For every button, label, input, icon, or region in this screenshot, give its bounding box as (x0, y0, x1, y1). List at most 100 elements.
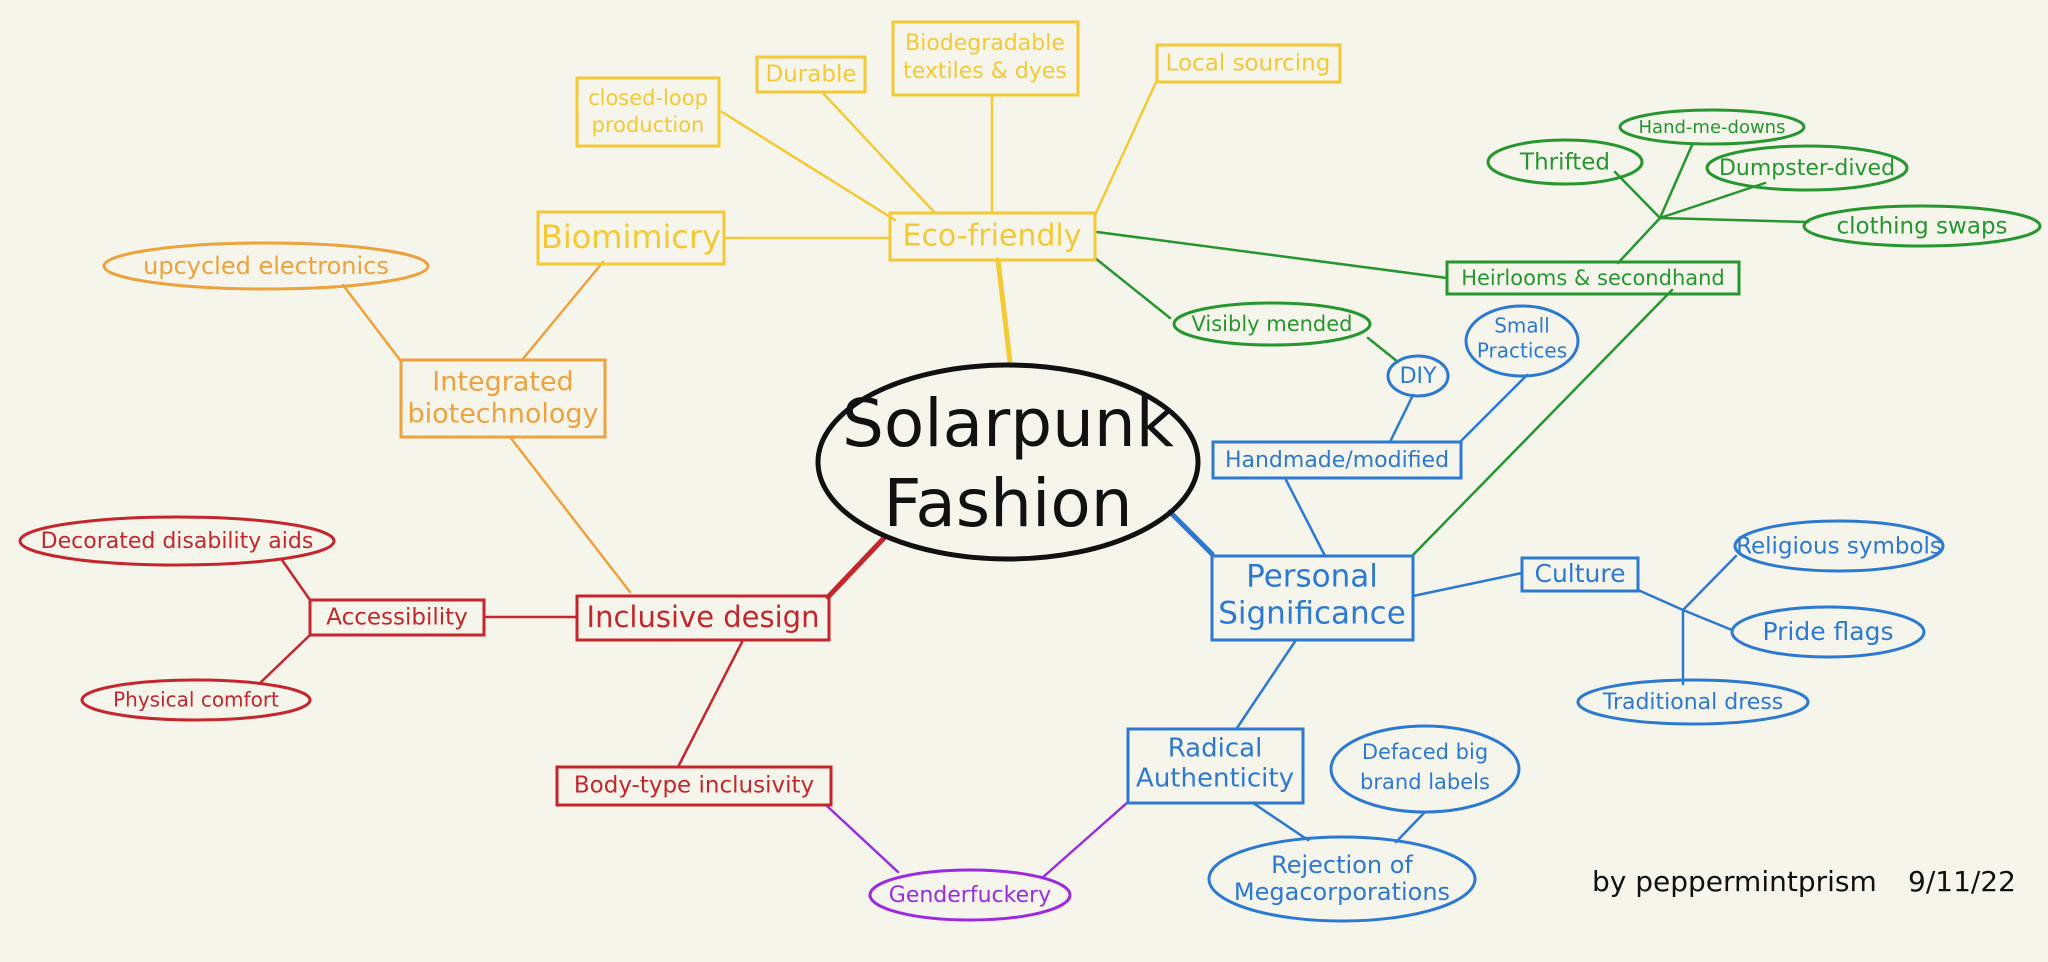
personal-label-2: Significance (1218, 596, 1406, 632)
edge-biomimicry-integrated (520, 260, 605, 362)
edge-center-eco (995, 257, 1013, 365)
religious-node: Religious symbols (1733, 519, 1945, 573)
edge-hub-pride (1681, 608, 1734, 632)
comfort-node: Physical comfort (80, 678, 312, 722)
diy-node: DIY (1386, 354, 1450, 398)
eco-edges (720, 78, 1159, 365)
biodegradable-label-2: textiles & dyes (903, 59, 1067, 84)
biomimicry-label: Biomimicry (541, 218, 721, 256)
edge-hub-swaps (1658, 216, 1810, 224)
upcycled-ellipse (102, 241, 430, 291)
clothing-swaps-node: clothing swaps (1802, 204, 2042, 248)
edge-eco-closedloop (720, 110, 897, 222)
integrated-box (399, 358, 607, 439)
biodegradable-node: Biodegradable textiles & dyes (891, 20, 1080, 97)
edge-handmade-personal (1283, 476, 1327, 558)
visibly-mended-label: Visibly mended (1191, 312, 1352, 336)
dumpster-ellipse (1705, 144, 1909, 192)
dumpster-label: Dumpster-dived (1719, 156, 1895, 181)
edge-accessibility-disability (280, 558, 312, 602)
culture-label: Culture (1534, 559, 1625, 588)
genderfuckery-ellipse (868, 868, 1072, 922)
comfort-label: Physical comfort (113, 688, 279, 712)
closed-loop-label-1: closed-loop (588, 86, 708, 110)
edge-body-gender (825, 804, 900, 874)
visibly-mended-ellipse (1172, 301, 1372, 347)
defaced-label-2: brand labels (1360, 770, 1490, 794)
edge-eco-durable (820, 90, 937, 215)
edge-eco-heirlooms (1095, 230, 1449, 280)
dumpster-node: Dumpster-dived (1705, 144, 1909, 192)
edge-accessibility-comfort (258, 633, 312, 685)
biomimicry-box (536, 210, 726, 266)
genderfuckery-label: Genderfuckery (889, 883, 1051, 908)
rejection-ellipse (1207, 835, 1477, 923)
personal-box (1210, 554, 1415, 642)
culture-box (1520, 556, 1640, 593)
inclusive-node: Inclusive design (575, 594, 831, 642)
genderfuckery-node: Genderfuckery (868, 868, 1072, 922)
center-title-line2: Fashion (883, 465, 1132, 542)
handmade-box (1211, 440, 1463, 480)
edge-inclusive-body (676, 638, 745, 769)
secondhand-edges (1093, 143, 1810, 558)
religious-label: Religious symbols (1736, 534, 1942, 560)
eco-friendly-box (888, 211, 1097, 262)
pride-label: Pride flags (1762, 617, 1893, 646)
edge-hub-thrifted (1613, 170, 1662, 220)
small-practices-node: Small Practices (1464, 304, 1580, 378)
accessibility-box (308, 598, 486, 637)
local-sourcing-box (1155, 43, 1342, 84)
integrated-node: Integrated biotechnology (399, 358, 607, 439)
accessibility-node: Accessibility (308, 598, 486, 637)
edge-heirlooms-hub (1616, 216, 1662, 265)
integrated-label-2: biotechnology (407, 399, 598, 430)
hand-me-downs-label: Hand-me-downs (1639, 117, 1786, 138)
radical-box (1126, 727, 1305, 805)
disability-label: Decorated disability aids (41, 529, 314, 554)
thrifted-ellipse (1486, 138, 1644, 186)
biodegradable-label-1: Biodegradable (905, 31, 1065, 56)
traditional-label: Traditional dress (1602, 690, 1784, 715)
thrifted-node: Thrifted (1486, 138, 1644, 186)
closed-loop-node: closed-loop production (575, 76, 721, 148)
center-node: Solarpunk Fashion (815, 362, 1201, 562)
eco-friendly-label: Eco-friendly (902, 219, 1081, 254)
eco-friendly-node: Eco-friendly (888, 211, 1097, 262)
edge-hub-dumpster (1658, 181, 1767, 220)
signature-author: by peppermintprism (1592, 865, 1877, 898)
edge-personal-radical (1235, 638, 1298, 730)
local-sourcing-label: Local sourcing (1166, 51, 1331, 77)
edge-center-personal (1167, 509, 1215, 557)
edge-mended-diy (1366, 336, 1400, 364)
edge-hub-religious (1681, 554, 1738, 612)
inclusive-box (575, 594, 831, 642)
handmade-label: Handmade/modified (1225, 448, 1449, 473)
personal-label-1: Personal (1246, 559, 1378, 595)
center-title-line1: Solarpunk (842, 385, 1175, 462)
durable-label: Durable (766, 62, 857, 88)
accessibility-label: Accessibility (326, 605, 468, 631)
defaced-label-1: Defaced big (1362, 740, 1488, 764)
religious-ellipse (1733, 519, 1945, 573)
heirlooms-label: Heirlooms & secondhand (1461, 266, 1725, 290)
edge-eco-local (1093, 78, 1159, 217)
edge-upcycled-integrated (341, 283, 402, 362)
comfort-ellipse (80, 678, 312, 722)
edge-culture-hub (1636, 588, 1685, 612)
rejection-label-1: Rejection of (1271, 851, 1413, 879)
rejection-label-2: Megacorporations (1234, 878, 1450, 906)
edge-eco-mended (1093, 256, 1172, 320)
edge-small-handmade (1458, 373, 1529, 444)
integrated-label-1: Integrated (432, 367, 573, 398)
body-type-box (555, 765, 833, 807)
edge-integrated-inclusive (508, 435, 632, 594)
edge-defaced-rejection (1394, 810, 1427, 844)
traditional-ellipse (1576, 678, 1810, 726)
center-ellipse (815, 362, 1201, 562)
culture-node: Culture (1520, 556, 1640, 593)
inclusive-edges (258, 535, 887, 769)
gender-edges (825, 800, 1130, 880)
heirlooms-node: Heirlooms & secondhand (1445, 260, 1741, 296)
radical-label-2: Authenticity (1136, 764, 1294, 794)
